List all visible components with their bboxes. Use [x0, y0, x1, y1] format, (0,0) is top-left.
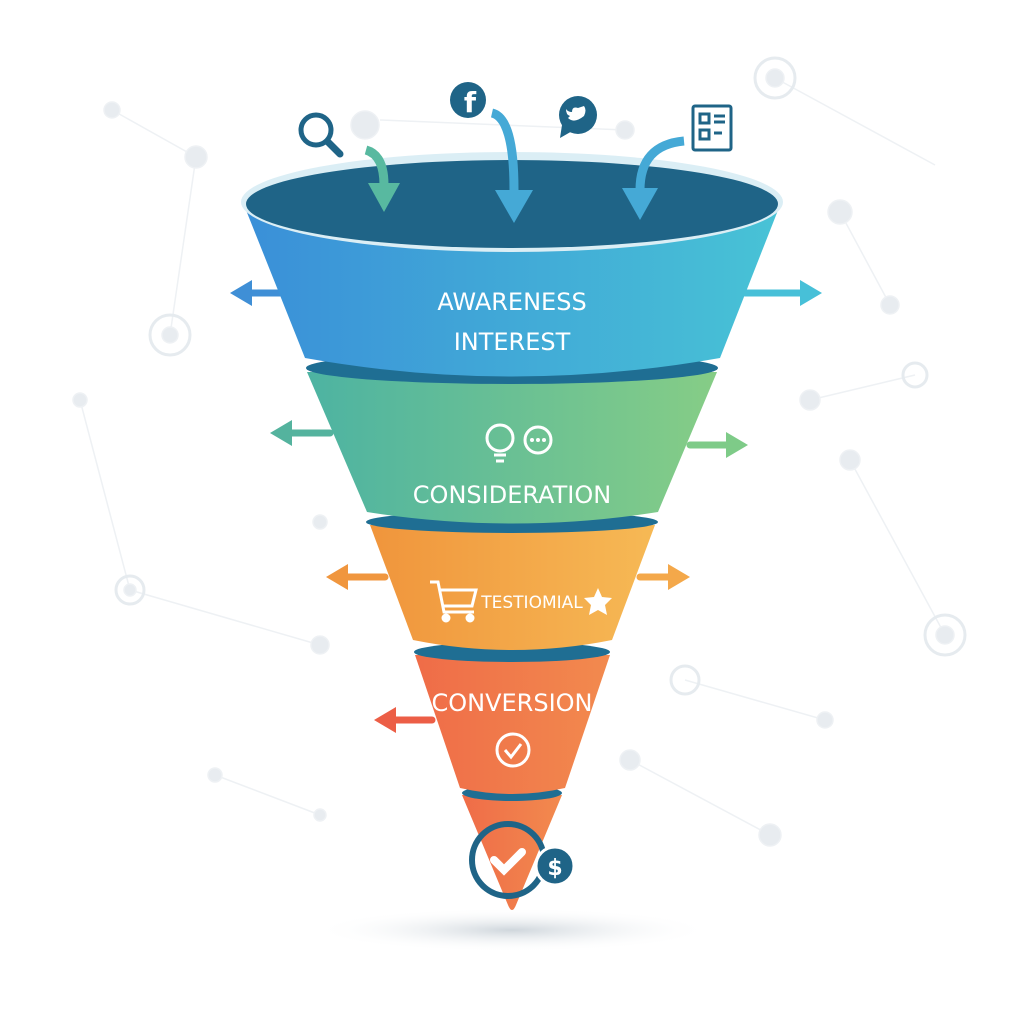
arrow-left-conversion — [374, 707, 436, 733]
side-arrows — [230, 280, 822, 733]
arrow-left-testimonial — [326, 564, 389, 590]
funnel-segment-purchase — [462, 795, 562, 910]
arrow-left-awareness — [230, 280, 284, 306]
search-icon — [298, 112, 344, 158]
background-network — [72, 56, 967, 847]
funnel-segment-conversion — [415, 655, 610, 794]
funnel-segment-testimonial — [370, 525, 655, 650]
lightbulb-icon — [485, 423, 515, 463]
arrow-left-consideration — [270, 420, 334, 446]
check-circle-icon — [495, 732, 531, 768]
source-arrows — [364, 108, 685, 223]
star-icon — [584, 588, 612, 615]
stage-label-testimonial: TESTIOMIAL — [480, 593, 583, 613]
funnel-shadow — [312, 908, 712, 952]
arrow-right-testimonial — [636, 564, 690, 590]
chat-bubble-icon — [523, 425, 553, 455]
funnel-segment-consideration — [307, 372, 717, 524]
stage-label-conversion: CONVERSION — [431, 689, 592, 717]
stage-label-awareness: AWARENESS — [437, 288, 586, 316]
svg-text:f: f — [464, 86, 477, 119]
arrow-right-consideration — [686, 432, 748, 458]
shopping-cart-icon — [430, 580, 478, 623]
twitter-icon — [559, 96, 597, 138]
stage-label-interest: INTEREST — [454, 328, 571, 356]
facebook-icon: f — [450, 82, 486, 119]
dollar-coin-icon: $ — [534, 845, 576, 887]
svg-text:$: $ — [547, 856, 562, 881]
clipboard-form-icon — [691, 104, 733, 152]
stage-label-consideration: CONSIDERATION — [413, 481, 611, 509]
arrow-right-awareness — [741, 280, 822, 306]
